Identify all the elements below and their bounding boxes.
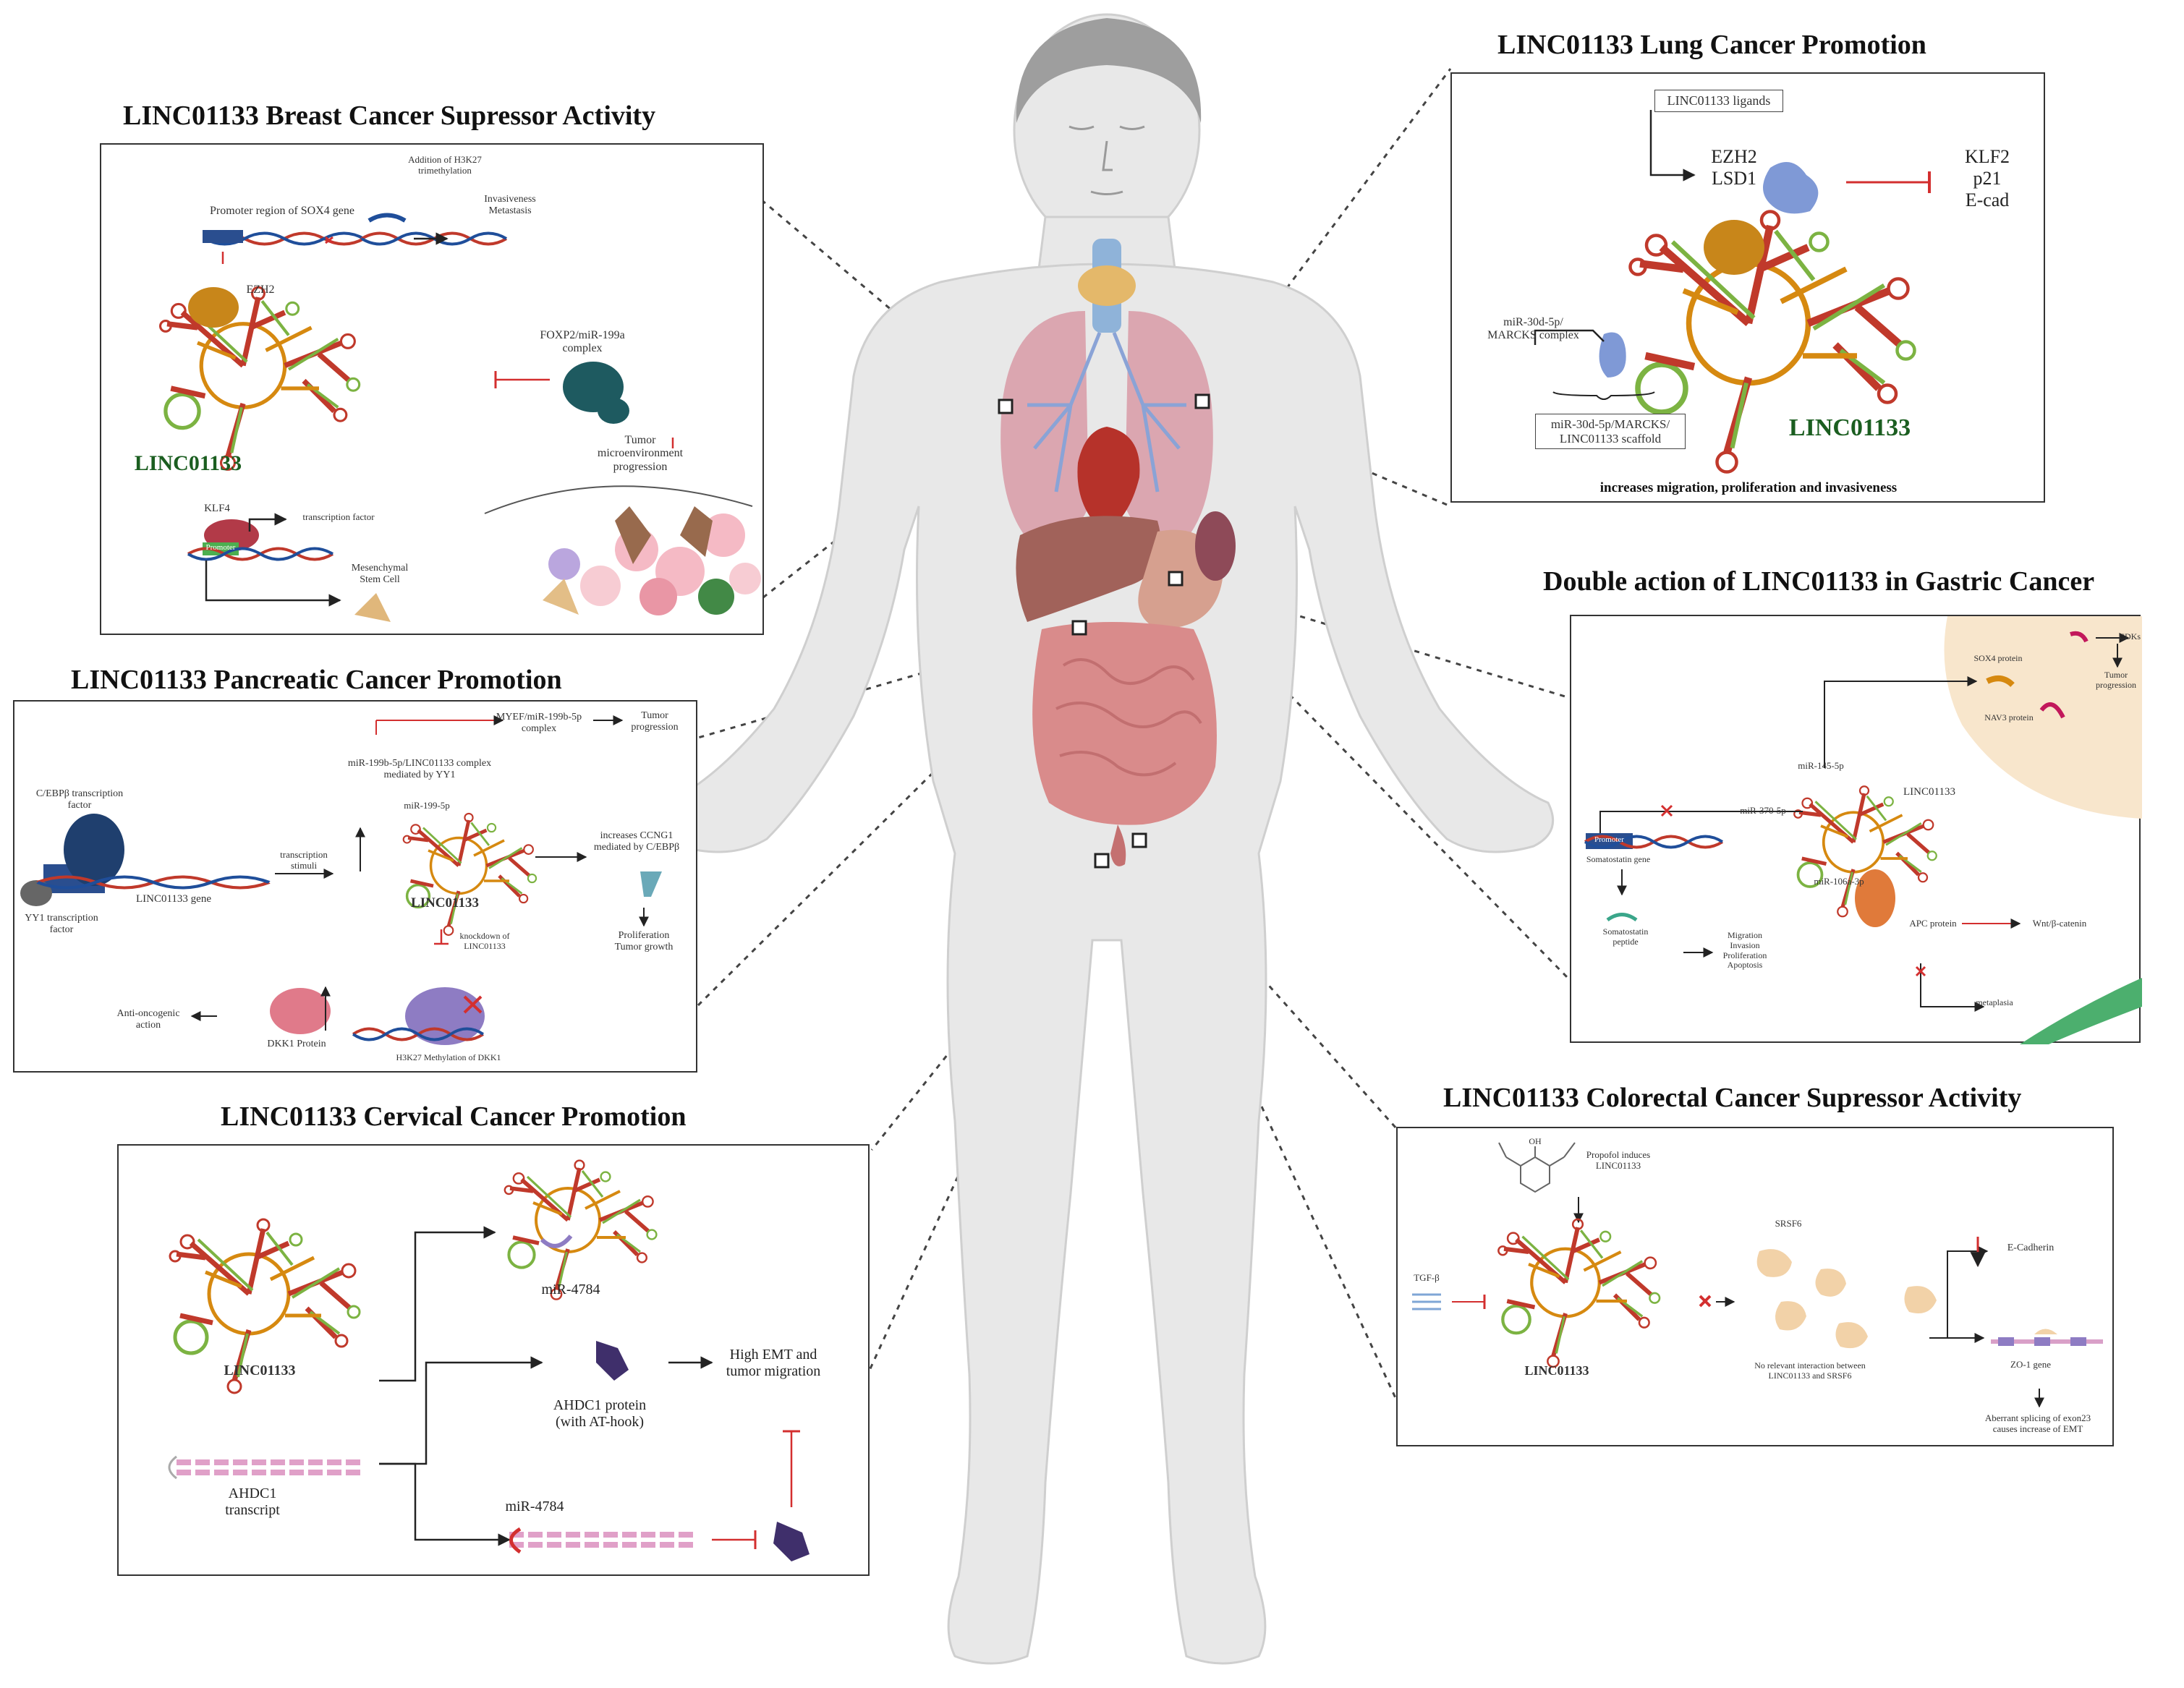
- breast-panel: Addition of H3K27 trimethylation Promote…: [100, 143, 764, 635]
- organ-markers: [998, 393, 1210, 869]
- gastric-metaplasia-label: metaplasia: [1976, 997, 2013, 1007]
- lung-ligands-label: LINC01133 ligands: [1654, 90, 1783, 112]
- colorectal-graphics: [1412, 1142, 2103, 1408]
- colorectal-aberrant-label: Aberrant splicing of exon23 causes incre…: [1984, 1412, 2091, 1434]
- breast-ezh2-label: EZH2: [246, 284, 275, 296]
- gastric-linc-label: LINC01133: [1903, 786, 1955, 798]
- breast-h3k27-label: Addition of H3K27 trimethylation: [408, 154, 482, 176]
- cervical-mir4784-bottom-label: miR-4784: [505, 1499, 564, 1514]
- pancreatic-dkk1-label: DKK1 Protein: [267, 1039, 326, 1049]
- gastric-sox4-label: SOX4 protein: [1973, 653, 2023, 663]
- breast-klf4-label: KLF4: [204, 503, 230, 514]
- lung-graphics: [1534, 110, 1931, 504]
- gastric-mir370-label: miR-370-5p: [1740, 805, 1786, 816]
- heart: [1077, 427, 1140, 532]
- lung-bottom-label: increases migration, proliferation and i…: [1599, 480, 1898, 495]
- breast-graphics: [101, 213, 761, 622]
- pancreatic-cebp-label: C/EBPβ transcription factor: [35, 788, 124, 811]
- lung-ecad-label: E-cad: [1965, 189, 2010, 210]
- liver: [1016, 516, 1161, 622]
- pancreatic-title: LINC01133 Pancreatic Cancer Promotion: [71, 665, 562, 695]
- lung-scaffold-label: miR-30d-5p/MARCKS/ LINC01133 scaffold: [1535, 414, 1686, 450]
- pancreatic-yy1-label: YY1 transcription factor: [25, 913, 98, 936]
- cervical-emt-label: High EMT and tumor migration: [726, 1347, 821, 1379]
- colorectal-srsf6-label: SRSF6: [1775, 1218, 1802, 1229]
- lung-ezh2-label: EZH2: [1711, 146, 1757, 167]
- pancreatic-knockdown-label: knockdown of LINC01133: [459, 931, 510, 951]
- lung-mir30-label: miR-30d-5p/ MARCKS complex: [1487, 316, 1579, 342]
- pancreatic-graphics: [20, 715, 662, 1045]
- pancreatic-anti-label: Anti-oncogenic action: [116, 1008, 180, 1031]
- gastric-cdk-label: CDKs: [2118, 631, 2141, 641]
- pancreatic-stimuli-label: transcription stimuli: [280, 849, 328, 871]
- pancreatic-gene-label: LINC01133 gene: [135, 893, 211, 905]
- gastric-graphics: [1584, 616, 2142, 1044]
- face: [1068, 125, 1145, 195]
- colorectal-oh-label: OH: [1529, 1136, 1542, 1146]
- colorectal-panel: OH Propofol induces LINC01133 TGF-β SRSF…: [1396, 1127, 2114, 1446]
- gastric-somato-gene-label: Somatostatin gene: [1586, 854, 1651, 864]
- breast-linc-label: LINC01133: [134, 451, 242, 475]
- colorectal-zo1-label: ZO-1 gene: [2010, 1359, 2051, 1370]
- cervical-title: LINC01133 Cervical Cancer Promotion: [221, 1101, 687, 1132]
- lung-lsd1-label: LSD1: [1711, 168, 1757, 189]
- breast-msc-label: Mesenchymal Stem Cell: [351, 563, 409, 586]
- cervical-mir4784-top-label: miR-4784: [541, 1282, 600, 1297]
- colorectal-linc-label: LINC01133: [1524, 1363, 1589, 1378]
- lung-p21-label: p21: [1973, 168, 2002, 189]
- pancreatic-panel: MYEF/miR-199b-5p complex Tumor progressi…: [13, 700, 697, 1073]
- gastric-panel: SOX4 protein NAV3 protein CDKs Tumor pro…: [1570, 615, 2142, 1044]
- breast-tumor-micro-label: Tumor microenvironment progression: [597, 434, 684, 473]
- breast-title: LINC01133 Breast Cancer Supressor Activi…: [123, 101, 656, 131]
- cervical-panel: LINC01133 miR-4784 AHDC1 protein (with A…: [117, 1144, 870, 1576]
- pancreatic-h3k27-label: H3K27 Methylation of DKK1: [396, 1052, 501, 1062]
- cervical-linc-label: LINC01133: [224, 1363, 296, 1378]
- cervical-graphics: [119, 1146, 810, 1561]
- gastric-wnt-label: Wnt/β-catenin: [2032, 918, 2087, 929]
- cervical-ahdc1-protein-label: AHDC1 protein (with AT-hook): [553, 1397, 647, 1430]
- lung-linc-label: LINC01133: [1788, 414, 1911, 441]
- lung-klf2-label: KLF2: [1964, 146, 2010, 167]
- gastric-title: Double action of LINC01133 in Gastric Ca…: [1543, 566, 2095, 597]
- breast-promoter-sox4-label: Promoter region of SOX4 gene: [210, 205, 354, 217]
- gastric-nav-label: NAV3 protein: [1984, 712, 2034, 722]
- pancreatic-mir-complex-label: miR-199b-5p/LINC01133 complex mediated b…: [347, 758, 492, 781]
- pancreatic-myef-label: MYEF/miR-199b-5p complex: [496, 712, 582, 735]
- gastric-tumor-prog-label: Tumor progression: [2096, 670, 2136, 690]
- gastric-apc-label: APC protein: [1909, 918, 1957, 929]
- pancreatic-ccng1-label: increases CCNG1 mediated by C/EBPβ: [593, 830, 680, 853]
- right-lung: [1125, 311, 1213, 541]
- cervical-ahdc1-transcript-label: AHDC1 transcript: [225, 1485, 280, 1518]
- colorectal-ecadherin-label: E-Cadherin: [2007, 1242, 2055, 1253]
- lung-panel: LINC01133 ligands EZH2 LSD1 KLF2 p21 E-c…: [1450, 72, 2045, 503]
- colorectal-title: LINC01133 Colorectal Cancer Supressor Ac…: [1443, 1083, 2022, 1113]
- colorectal-propofol-label: Propofol induces LINC01133: [1586, 1149, 1651, 1171]
- pancreatic-mir199-label: miR-199-5p: [404, 800, 450, 811]
- breast-invasion-label: Invasiveness Metastasis: [484, 194, 536, 217]
- gastric-mir106-label: miR-106a-3p: [1814, 876, 1864, 887]
- lung-title: LINC01133 Lung Cancer Promotion: [1497, 30, 1926, 60]
- colorectal-tgf-label: TGF-β: [1414, 1272, 1440, 1283]
- pancreatic-linc-label: LINC01133: [411, 895, 479, 911]
- gastric-mir145-label: miR-145-5p: [1798, 760, 1844, 771]
- left-lung: [1000, 311, 1089, 541]
- gastric-promoter-label: Promoter: [1594, 835, 1624, 844]
- hair: [1016, 18, 1202, 123]
- organs: [1000, 239, 1236, 866]
- gastric-somato-pep-label: Somatostatin peptide: [1602, 926, 1649, 947]
- gastric-effects-label: Migration Invasion Proliferation Apoptos…: [1722, 930, 1767, 971]
- breast-promoter-label: Promoter: [205, 543, 236, 552]
- breast-tf-label: transcription factor: [302, 511, 375, 522]
- breast-foxp2-label: FOXP2/miR-199a complex: [540, 329, 625, 355]
- colorectal-no-interaction-label: No relevant interaction between LINC0113…: [1754, 1360, 1866, 1381]
- pancreatic-prolif-label: Proliferation Tumor growth: [614, 930, 674, 953]
- pancreatic-tumor-prog-label: Tumor progression: [631, 710, 679, 733]
